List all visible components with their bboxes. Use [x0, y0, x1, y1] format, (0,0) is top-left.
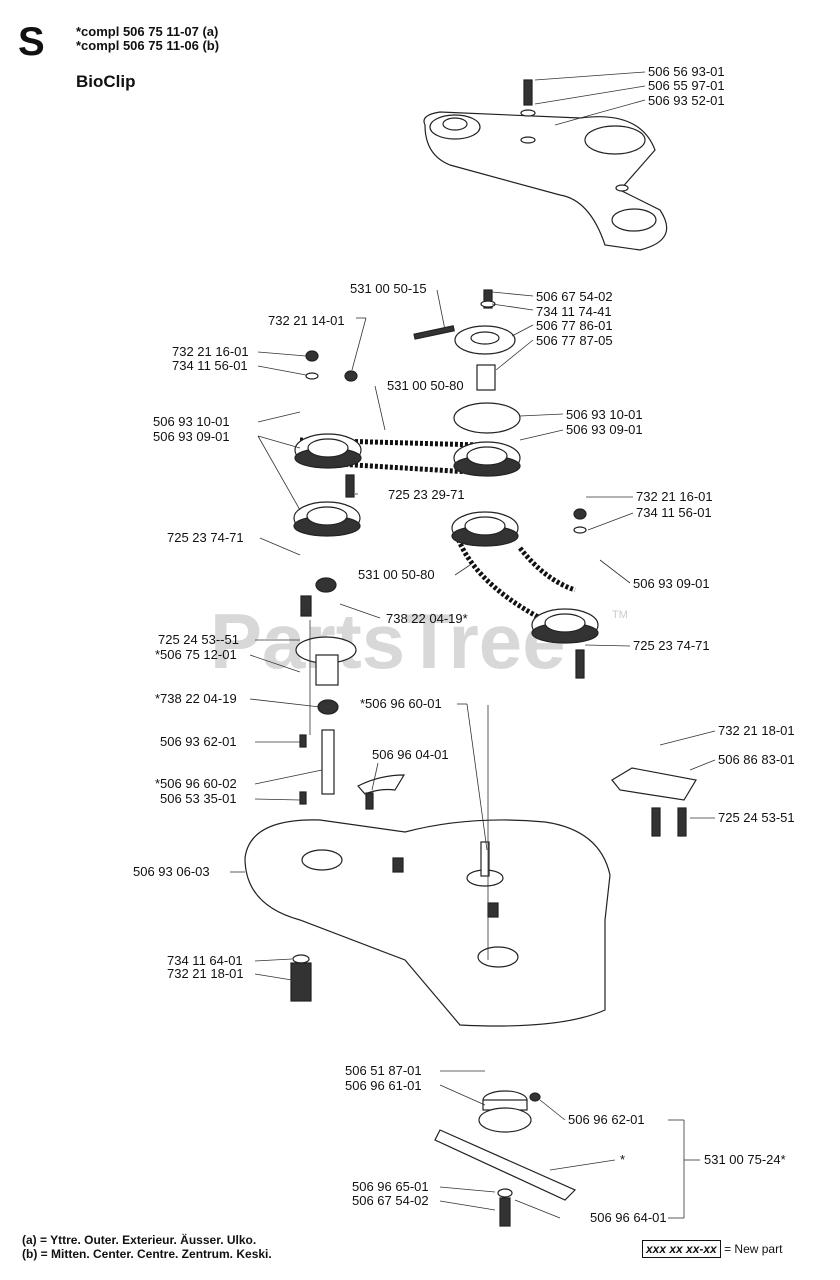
new-part-text: = New part [724, 1242, 783, 1256]
part-label: 725 23 74-71 [167, 530, 244, 545]
part-number-labels: 506 56 93-01 506 55 97-01 506 93 52-01 5… [133, 64, 795, 1225]
part-label: 506 96 61-01 [345, 1078, 422, 1093]
part-label: 506 96 04-01 [372, 747, 449, 762]
deflector-part [357, 774, 406, 810]
part-label: 725 23 29-71 [388, 487, 465, 502]
part-label: 506 67 54-02 [536, 289, 613, 304]
part-label: 732 21 16-01 [636, 489, 713, 504]
part-label: 506 93 09-01 [566, 422, 643, 437]
part-label: 506 96 64-01 [590, 1210, 667, 1225]
part-label: 734 11 56-01 [636, 505, 712, 520]
new-part-legend: xxx xx xx-xx = New part [642, 1240, 782, 1258]
part-label: 506 53 35-01 [160, 791, 237, 806]
rubber-stop-part [290, 954, 312, 1002]
part-label: 732 21 18-01 [167, 966, 244, 981]
gear-wheel-left-top [294, 433, 362, 469]
section-letter: S [18, 20, 45, 64]
part-label: 732 21 18-01 [718, 723, 795, 738]
part-label: 725 23 74-71 [633, 638, 710, 653]
part-label: 506 93 09-01 [153, 429, 230, 444]
mower-deck-part [244, 819, 611, 1027]
upper-pulley-part [413, 289, 521, 434]
part-label: 506 96 65-01 [352, 1179, 429, 1194]
gear-wheel-center-lower [451, 511, 519, 547]
gear-wheel-right [531, 608, 599, 644]
part-label: *506 96 60-01 [360, 696, 442, 711]
part-label: 531 00 75-24* [704, 1152, 786, 1167]
part-label: 506 51 87-01 [345, 1063, 422, 1078]
bolt-725-23-29-71 [345, 474, 355, 498]
part-label: 531 00 50-80 [387, 378, 464, 393]
watermark: PartsTree [210, 597, 566, 685]
footnote-center: (b) = Mitten. Center. Centre. Zentrum. K… [22, 1247, 272, 1261]
gear-wheel-right-top [453, 441, 521, 477]
blade-assembly-part [434, 1090, 577, 1227]
part-label: 734 11 64-01 [167, 953, 243, 968]
part-label: 506 93 10-01 [566, 407, 643, 422]
gear-wheel-left-lower [293, 501, 361, 537]
part-label: 732 21 16-01 [172, 344, 249, 359]
part-label: *506 75 12-01 [155, 647, 237, 662]
leader-lines [230, 71, 716, 1219]
part-label: 734 11 74-41 [536, 304, 612, 319]
part-label: 506 86 83-01 [718, 752, 795, 767]
complete-assembly-b: *compl 506 75 11-06 (b) [76, 38, 220, 53]
new-part-code-box: xxx xx xx-xx [642, 1240, 721, 1258]
part-label: 506 67 54-02 [352, 1193, 429, 1208]
part-label: 506 93 06-03 [133, 864, 210, 879]
mounting-bracket-right [611, 767, 697, 837]
part-label: 506 55 97-01 [648, 78, 725, 93]
part-label: 506 77 86-01 [536, 318, 613, 333]
watermark-trademark: TM [612, 609, 628, 621]
part-label: 506 93 10-01 [153, 414, 230, 429]
part-label: 506 93 52-01 [648, 93, 725, 108]
part-label: 732 21 14-01 [268, 313, 345, 328]
footnote-outer: (a) = Yttre. Outer. Exterieur. Äusser. U… [22, 1233, 257, 1247]
spindle-stack-left [295, 577, 357, 805]
part-label: 506 96 62-01 [568, 1112, 645, 1127]
exploded-parts-diagram: PartsTree TM [133, 64, 795, 1227]
complete-assembly-a: *compl 506 75 11-07 (a) [76, 24, 219, 39]
part-label: 738 22 04-19* [386, 611, 468, 626]
part-label: 506 56 93-01 [648, 64, 725, 79]
part-label: *506 96 60-02 [155, 776, 237, 791]
part-label: 531 00 50-80 [358, 567, 435, 582]
top-bracket-part [423, 79, 668, 251]
nut-washer-right [573, 508, 587, 679]
part-label: * [620, 1152, 625, 1167]
part-label: 506 93 62-01 [160, 734, 237, 749]
part-label: 506 93 09-01 [633, 576, 710, 591]
nuts-and-washers-left [305, 350, 358, 382]
part-label: 725 24 53--51 [158, 632, 239, 647]
part-label: 734 11 56-01 [172, 358, 248, 373]
page-title: BioClip [76, 72, 136, 91]
part-label: 531 00 50-15 [350, 281, 427, 296]
part-label: 506 77 87-05 [536, 333, 613, 348]
part-label: 725 24 53-51 [718, 810, 795, 825]
part-label: *738 22 04-19 [155, 691, 237, 706]
